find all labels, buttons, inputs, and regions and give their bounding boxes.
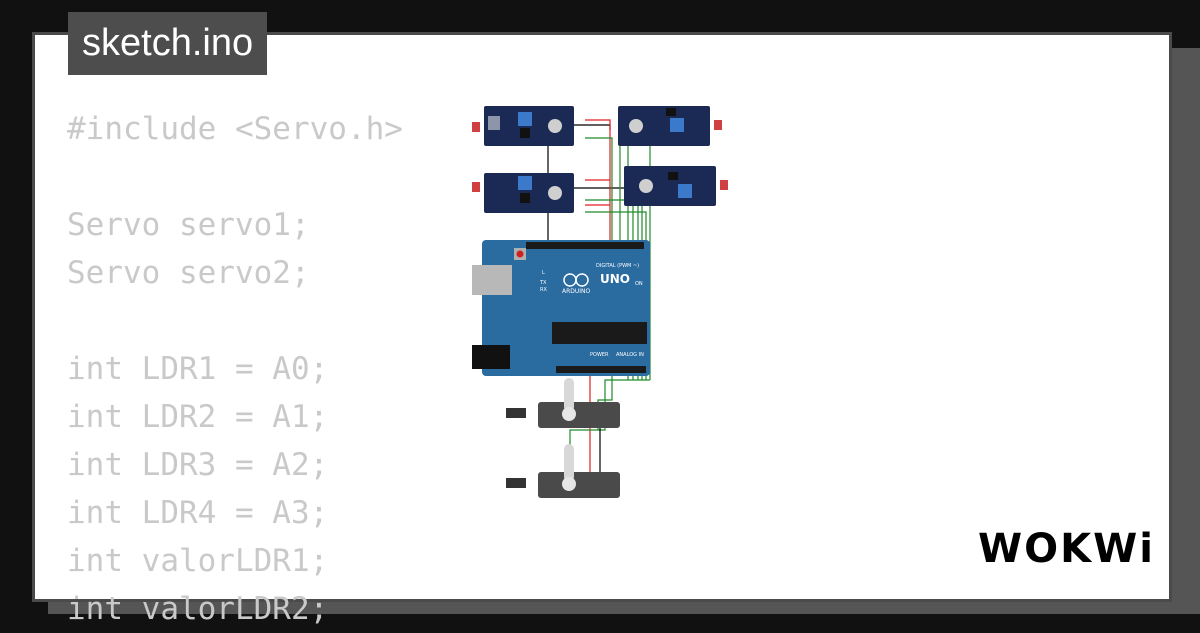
ldr-sensor-4[interactable]	[624, 166, 728, 206]
code-line: Servo servo1;	[67, 207, 310, 243]
ldr-sensor-1[interactable]	[472, 106, 574, 146]
power-led-label: ON	[635, 281, 643, 287]
arduino-uno-board[interactable]: UNO ARDUINO DIGITAL (PWM ~) POWER ANALOG…	[472, 240, 650, 376]
code-line	[67, 297, 403, 345]
code-line: int LDR1 = A0;	[67, 351, 329, 387]
analog-header-label: ANALOG IN	[616, 352, 644, 358]
code-line	[67, 153, 403, 201]
led-label-l: L	[542, 270, 545, 276]
power-header-label: POWER	[590, 352, 609, 358]
code-line: int valorLDR2;	[67, 591, 329, 627]
code-line: int valorLDR1;	[67, 543, 329, 579]
servo-motor-2[interactable]	[506, 444, 620, 498]
board-model-label: UNO	[600, 272, 630, 286]
digital-header-label: DIGITAL (PWM ~)	[596, 263, 639, 269]
code-line: int LDR2 = A1;	[67, 399, 329, 435]
code-line: Servo servo2;	[67, 255, 310, 291]
code-line: int LDR3 = A2;	[67, 447, 329, 483]
code-line: #include <Servo.h>	[67, 111, 403, 147]
led-label-rx: RX	[540, 287, 547, 293]
board-brand-label: ARDUINO	[562, 288, 591, 295]
code-preview: #include <Servo.h> Servo servo1; Servo ser…	[67, 105, 403, 633]
ldr-sensor-2[interactable]	[618, 106, 722, 146]
wokwi-logo: WOKWi	[978, 526, 1155, 572]
led-label-tx: TX	[539, 280, 547, 286]
ldr-sensor-3[interactable]	[472, 173, 574, 213]
circuit-diagram[interactable]: UNO ARDUINO DIGITAL (PWM ~) POWER ANALOG…	[470, 100, 730, 500]
file-tab[interactable]: sketch.ino	[68, 12, 268, 75]
servo-motor-1[interactable]	[506, 378, 620, 428]
code-line: int LDR4 = A3;	[67, 495, 329, 531]
